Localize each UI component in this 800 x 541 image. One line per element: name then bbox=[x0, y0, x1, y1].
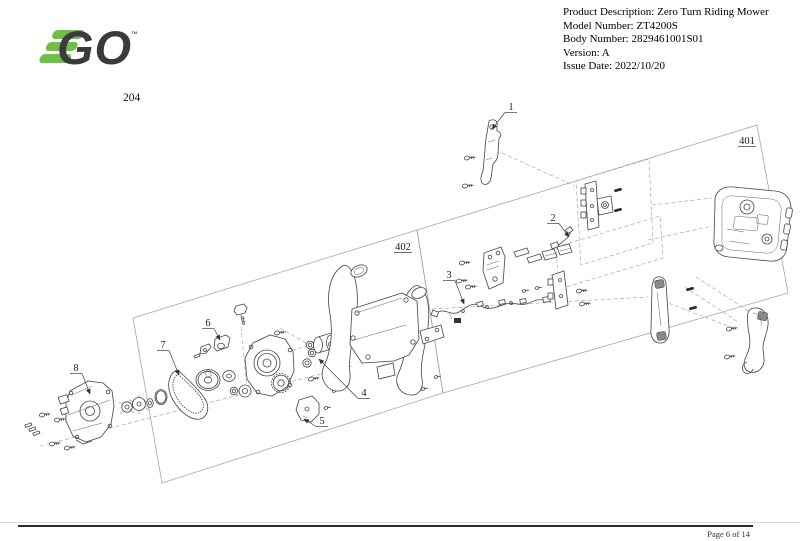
svg-text:6: 6 bbox=[205, 318, 210, 329]
ego-logo-svg: GO ™ bbox=[39, 21, 138, 74]
callout-8: 8 bbox=[70, 363, 91, 395]
footer-rule-dark bbox=[18, 525, 753, 527]
svg-text:402: 402 bbox=[395, 242, 411, 253]
motor-assembly bbox=[57, 380, 115, 445]
frame-plate bbox=[349, 292, 420, 364]
document-info: Product Description: Zero Turn Riding Mo… bbox=[563, 6, 769, 74]
shaft-end bbox=[313, 336, 323, 354]
callout-1: 1 bbox=[491, 102, 517, 130]
logo-trademark: ™ bbox=[131, 31, 138, 38]
svg-text:3: 3 bbox=[446, 270, 451, 281]
body-number: Body Number: 2829461001S01 bbox=[563, 33, 704, 45]
shaft-hardware bbox=[302, 339, 442, 392]
logo-e-bar-bottom bbox=[39, 54, 72, 63]
frame-weldment bbox=[313, 264, 445, 396]
callout-2: 2 bbox=[547, 213, 570, 238]
panel-401-outline bbox=[416, 124, 789, 394]
o-ring bbox=[154, 389, 168, 405]
logo-e-bar-mid bbox=[45, 42, 78, 51]
roll-pin bbox=[613, 187, 623, 193]
gearbox-housing bbox=[244, 334, 295, 397]
wire-harness-3 bbox=[430, 285, 551, 323]
panel-outlines bbox=[132, 124, 789, 484]
pulley bbox=[195, 369, 221, 391]
mount-bracket-group bbox=[580, 180, 623, 231]
group-box-b bbox=[555, 215, 664, 290]
logo-e-bars bbox=[39, 30, 84, 63]
svg-text:1: 1 bbox=[508, 102, 513, 113]
model-number: Model Number: ZT4200S bbox=[563, 19, 678, 32]
handle-grip bbox=[723, 307, 769, 374]
small-washer bbox=[229, 386, 239, 396]
roll-pin bbox=[685, 286, 695, 292]
shoulder-bolt bbox=[233, 303, 248, 326]
contact-plates bbox=[513, 243, 573, 264]
drive-belt bbox=[168, 369, 209, 420]
logo-e-bar-top bbox=[52, 30, 84, 39]
roll-pin bbox=[613, 207, 623, 213]
version: Version: A bbox=[563, 46, 610, 59]
pulley-washer bbox=[222, 370, 236, 382]
callout-layer: 1 2 3 4 5 6 7 8 401 402 bbox=[70, 102, 756, 427]
callout-3: 3 bbox=[443, 270, 465, 305]
figure-number: 204 bbox=[123, 92, 141, 104]
page-number-label: Page 6 of 14 bbox=[707, 529, 750, 539]
spacer-disc bbox=[238, 384, 252, 398]
ego-logo: GO ™ bbox=[16, 21, 141, 74]
transaxle-assembly bbox=[713, 186, 793, 262]
logo-go-text: GO bbox=[57, 27, 132, 69]
tensioner-bracket bbox=[650, 276, 698, 344]
footer-rule-light bbox=[0, 522, 800, 523]
panel-label-402: 402 bbox=[394, 242, 412, 253]
group-box-a bbox=[575, 158, 654, 266]
svg-text:5: 5 bbox=[319, 416, 324, 427]
callout-4: 4 bbox=[318, 358, 370, 399]
roll-pin bbox=[688, 305, 698, 311]
center-bracket bbox=[547, 270, 592, 310]
panel-label-401: 401 bbox=[738, 136, 756, 147]
bracket-1 bbox=[461, 119, 502, 190]
callout-5: 5 bbox=[303, 416, 328, 427]
svg-text:401: 401 bbox=[739, 136, 755, 147]
pin-stack bbox=[24, 422, 41, 437]
svg-text:7: 7 bbox=[160, 340, 165, 351]
cover-plate bbox=[295, 395, 320, 423]
callout-7: 7 bbox=[157, 340, 180, 376]
fan-wheel bbox=[128, 395, 150, 414]
product-description: Product Description: Zero Turn Riding Mo… bbox=[563, 6, 769, 18]
svg-text:8: 8 bbox=[73, 363, 78, 374]
flat-washer bbox=[146, 398, 154, 408]
callout-6: 6 bbox=[202, 318, 221, 341]
issue-date: Issue Date: 2022/10/20 bbox=[563, 60, 666, 72]
belt-clamp bbox=[193, 334, 231, 359]
side-bracket bbox=[455, 246, 506, 291]
svg-text:4: 4 bbox=[361, 388, 367, 399]
svg-text:2: 2 bbox=[550, 213, 555, 224]
